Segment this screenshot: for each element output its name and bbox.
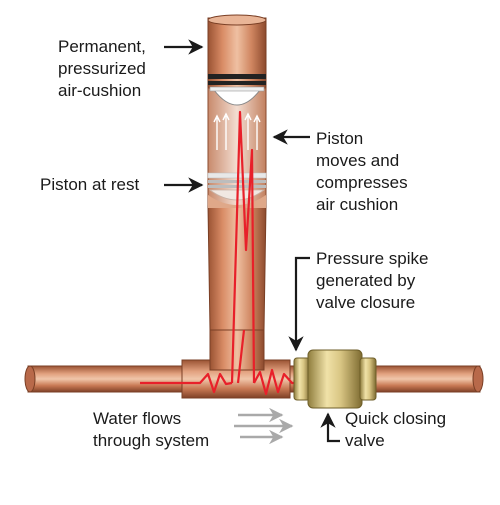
label-pressure-spike-line2: generated by bbox=[316, 271, 416, 290]
piston-motion-arrows bbox=[213, 112, 261, 150]
label-quick-valve: Quick closing valve bbox=[345, 408, 446, 452]
label-piston-moves-line1: Piston bbox=[316, 129, 364, 148]
tee-fitting bbox=[181, 329, 291, 399]
piston-compressed bbox=[208, 74, 266, 106]
label-air-cushion-line1: Permanent, bbox=[58, 37, 146, 56]
quick-closing-valve bbox=[293, 349, 377, 409]
label-piston-moves: Piston moves and compresses air cushion bbox=[316, 128, 408, 216]
callout-pressure-spike bbox=[288, 256, 310, 352]
label-piston-moves-line3: compresses bbox=[316, 173, 408, 192]
flow-arrows bbox=[234, 407, 294, 445]
label-pressure-spike-line1: Pressure spike bbox=[316, 249, 429, 268]
label-piston-rest-text: Piston at rest bbox=[40, 175, 140, 194]
label-pressure-spike: Pressure spike generated by valve closur… bbox=[316, 248, 428, 314]
label-air-cushion: Permanent, pressurized air-cushion bbox=[58, 36, 146, 102]
label-air-cushion-line2: pressurized bbox=[58, 59, 146, 78]
label-water-flows-line2: through system bbox=[93, 431, 210, 450]
pressure-wave-line bbox=[140, 110, 300, 396]
label-piston-rest: Piston at rest bbox=[40, 174, 139, 196]
label-water-flows: Water flows through system bbox=[93, 408, 209, 452]
label-water-flows-line1: Water flows bbox=[93, 409, 182, 428]
label-pressure-spike-line3: valve closure bbox=[316, 293, 416, 312]
label-piston-moves-line4: air cushion bbox=[316, 195, 399, 214]
callout-arrows bbox=[164, 39, 340, 443]
callout-valve bbox=[320, 412, 340, 443]
label-piston-moves-line2: moves and bbox=[316, 151, 400, 170]
label-quick-valve-line2: valve bbox=[345, 431, 385, 450]
arrestor-chamber bbox=[207, 14, 267, 331]
label-quick-valve-line1: Quick closing bbox=[345, 409, 447, 428]
label-air-cushion-line3: air-cushion bbox=[58, 81, 142, 100]
